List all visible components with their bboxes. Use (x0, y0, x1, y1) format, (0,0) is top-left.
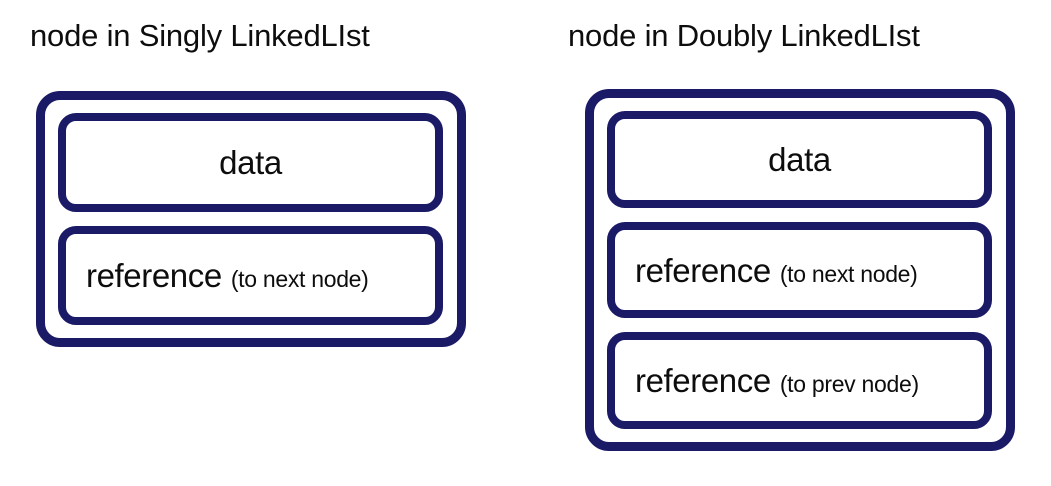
doubly-field-data-content: data (615, 143, 984, 176)
singly-field-next-ref-content: reference (to next node) (66, 259, 435, 292)
doubly-field-next-ref: reference (to next node) (607, 221, 992, 319)
doubly-node-frame: data reference (to next node) reference … (585, 89, 1015, 451)
singly-field-data: data (58, 113, 443, 212)
singly-node-frame: data reference (to next node) (36, 91, 466, 347)
singly-field-next-ref-label: reference (86, 257, 222, 294)
doubly-field-data-label: data (768, 140, 831, 178)
doubly-field-next-ref-label: reference (635, 251, 771, 289)
singly-field-data-label: data (219, 144, 282, 181)
singly-field-next-ref-note: (to next node) (230, 266, 369, 292)
doubly-field-next-ref-note: (to next node) (779, 260, 918, 287)
doubly-field-data: data (607, 111, 992, 208)
singly-node-title: node in Singly LinkedLIst (30, 18, 370, 53)
doubly-field-prev-ref: reference (to prev node) (607, 332, 992, 430)
doubly-field-prev-ref-label: reference (635, 362, 771, 400)
doubly-field-prev-ref-note: (to prev node) (779, 371, 919, 398)
doubly-field-next-ref-content: reference (to next node) (615, 254, 984, 287)
singly-field-data-content: data (66, 146, 435, 179)
singly-field-next-ref: reference (to next node) (58, 226, 443, 325)
doubly-field-prev-ref-content: reference (to prev node) (615, 364, 984, 397)
doubly-node-title: node in Doubly LinkedLIst (568, 18, 920, 53)
